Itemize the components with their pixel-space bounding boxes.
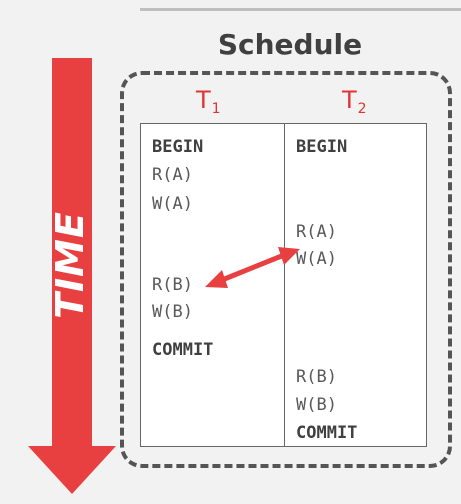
t2-begin: BEGIN — [296, 137, 348, 157]
t1-commit: COMMIT — [152, 340, 214, 360]
t2-commit: COMMIT — [296, 423, 358, 443]
t1-read-a: R(A) — [152, 165, 193, 185]
time-label: TIME — [48, 211, 92, 319]
t1-write-b: W(B) — [152, 302, 193, 322]
t2-read-a: R(A) — [296, 222, 337, 242]
time-arrow-shape — [28, 58, 116, 494]
t1-write-a: W(A) — [152, 194, 193, 214]
t2-read-b: R(B) — [296, 367, 337, 387]
t2-write-a: W(A) — [296, 249, 337, 269]
schedule-frame — [120, 71, 452, 468]
time-arrow — [28, 58, 116, 494]
top-rule — [140, 8, 461, 11]
t1-begin: BEGIN — [152, 137, 204, 157]
schedule-title: Schedule — [217, 28, 363, 61]
column-divider — [284, 124, 285, 446]
t1-read-b: R(B) — [152, 275, 193, 295]
t2-header: T2 — [342, 86, 367, 117]
schedule-table — [140, 123, 427, 447]
t1-header: T1 — [196, 86, 221, 117]
t2-write-b: W(B) — [296, 395, 337, 415]
